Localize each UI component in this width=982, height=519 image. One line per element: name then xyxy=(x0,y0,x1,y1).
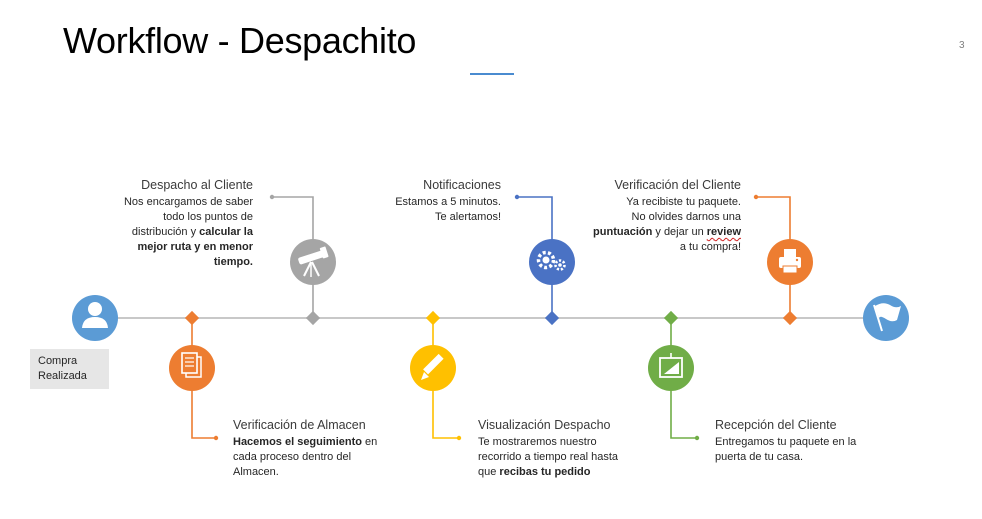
step-title: Visualización Despacho xyxy=(478,418,611,432)
step-title: Verificación del Cliente xyxy=(614,178,741,192)
marker-notificaciones xyxy=(544,310,560,326)
step-body: Te mostraremos nuestro recorrido a tiemp… xyxy=(478,436,618,478)
step-notificaciones: Notificaciones Estamos a 5 minutos. Te al… xyxy=(372,177,501,225)
body-text: Nos encargamos de saber todo los puntos … xyxy=(123,196,253,238)
step-body: Nos encargamos de saber todo los puntos … xyxy=(124,196,253,268)
marker-verificacion-cliente xyxy=(782,310,798,326)
step-body: Estamos a 5 minutos. Te alertamos! xyxy=(395,196,501,223)
body-text: Te alertamos! xyxy=(434,211,501,223)
start-label: Compra Realizada xyxy=(30,349,109,389)
step-body: Hacemos el seguimiento en cada proceso d… xyxy=(233,436,377,478)
marker-recepcion xyxy=(663,310,679,326)
marker-visualizacion xyxy=(425,310,441,326)
body-text: en cada proceso dentro del Almacen. xyxy=(233,436,378,478)
printer-icon xyxy=(767,239,813,285)
body-text: Estamos a 5 minutos. xyxy=(395,196,501,208)
body-text: a tu compra! xyxy=(679,241,741,253)
body-emphasis: calcular la mejor ruta y en menor tiempo… xyxy=(137,226,253,268)
step-verificacion-cliente: Verificación del Cliente Ya recibiste tu… xyxy=(592,177,741,255)
step-recepcion-cliente: Recepción del Cliente Entregamos tu paqu… xyxy=(715,417,870,465)
documents-icon xyxy=(169,345,215,391)
body-text: Ya recibiste tu paquete. xyxy=(626,196,741,208)
step-title: Despacho al Cliente xyxy=(141,178,253,192)
body-emphasis: recibas tu pedido xyxy=(499,466,591,478)
body-text: Te mostraremos nuestro recorrido a tiemp… xyxy=(478,436,619,478)
flag-icon xyxy=(863,295,909,341)
chart-board-icon xyxy=(648,345,694,391)
step-title: Recepción del Cliente xyxy=(715,418,837,432)
pencil-icon xyxy=(410,345,456,391)
page-title: Workflow - Despachito xyxy=(63,20,417,61)
body-emphasis: puntuación xyxy=(593,226,653,238)
body-emphasis: Hacemos el seguimiento xyxy=(233,436,362,448)
body-text: No olvides darnos una xyxy=(631,211,741,223)
step-visualizacion-despacho: Visualización Despacho Te mostraremos nu… xyxy=(478,417,633,480)
body-text: Entregamos tu paquete en la puerta de tu… xyxy=(715,436,857,463)
user-icon xyxy=(72,295,118,341)
telescope-icon xyxy=(290,239,336,285)
step-despacho-cliente: Despacho al Cliente Nos encargamos de sa… xyxy=(108,177,253,270)
marker-despacho xyxy=(305,310,321,326)
body-emphasis: review xyxy=(706,226,741,238)
page-number: 3 xyxy=(959,40,965,51)
body-text: y dejar un xyxy=(652,226,707,238)
step-body: Ya recibiste tu paquete. No olvides darno… xyxy=(593,196,741,253)
step-body: Entregamos tu paquete en la puerta de tu… xyxy=(715,436,856,463)
step-title: Notificaciones xyxy=(423,178,501,192)
marker-verificacion-almacen xyxy=(184,310,200,326)
step-verificacion-almacen: Verificación de Almacen Hacemos el segui… xyxy=(233,417,383,480)
step-title: Verificación de Almacen xyxy=(233,418,366,432)
gears-icon xyxy=(529,239,575,285)
title-accent-line xyxy=(470,73,514,75)
